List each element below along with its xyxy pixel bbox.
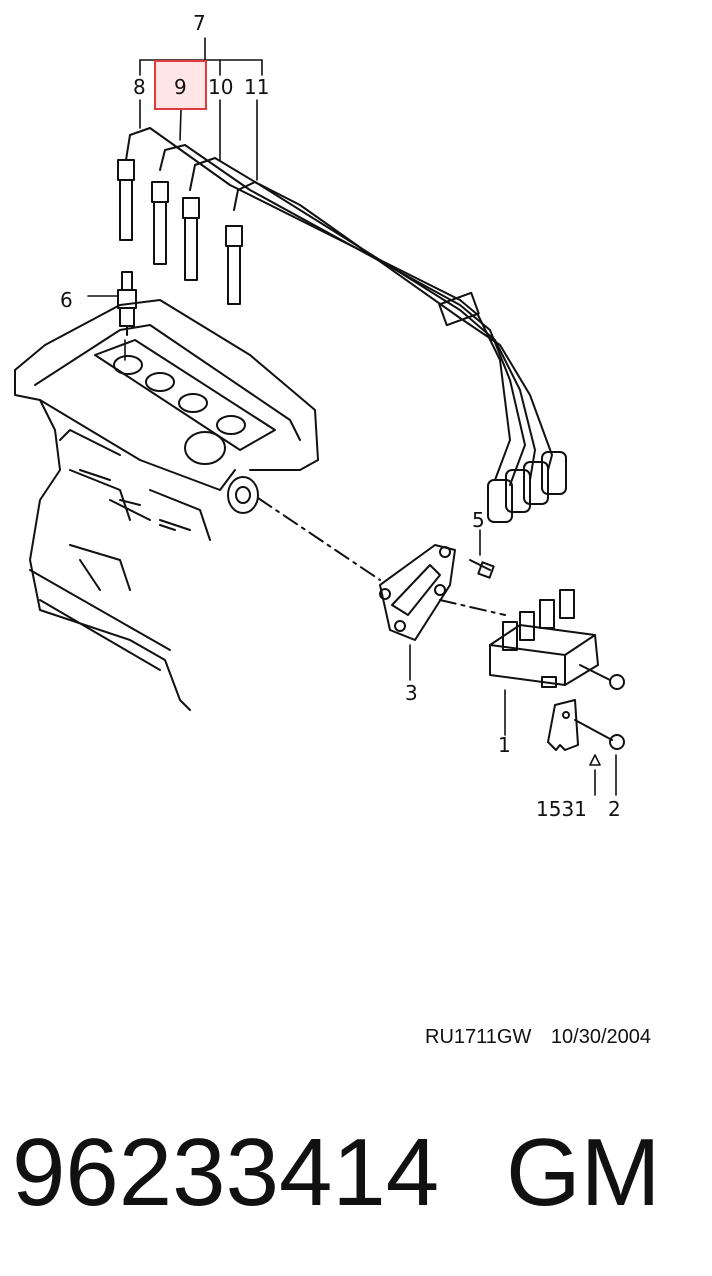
drawing-code: RU1711GW [425,1026,532,1048]
spark-plug [117,271,137,336]
callout-3: 3 [405,681,418,705]
coil-bracket [547,699,579,751]
callout-11: 11 [244,75,269,99]
bolt [469,559,495,579]
mounting-bracket [379,544,456,641]
callout-6: 6 [60,288,73,312]
callout-7: 7 [193,11,206,35]
part-number: 96233414 [12,1119,440,1226]
callout-8: 8 [133,75,146,99]
callout-2: 2 [608,797,621,821]
callout-5: 5 [472,508,485,532]
drawing-date: 10/30/2004 [550,1026,651,1048]
exploded-parts-diagram: 7 8 9 10 11 6 5 3 1 1531 2 [14,11,625,821]
leader-lines [87,37,617,796]
ignition-leads [117,127,567,523]
alignment-line [257,497,506,616]
ignition-coil [489,589,599,688]
nuts [574,664,625,750]
callout-10: 10 [208,75,233,99]
callout-9: 9 [174,75,187,99]
callout-1: 1 [498,733,511,757]
drawing-reference: RU1711GW 10/30/2004 [425,1026,665,1049]
part-footer: 96233414 GM [12,1118,702,1228]
engine-block [14,299,319,711]
brand-label: GM [506,1119,661,1226]
highlighted-callout-box [154,60,207,110]
callout-1531: 1531 [536,797,587,821]
